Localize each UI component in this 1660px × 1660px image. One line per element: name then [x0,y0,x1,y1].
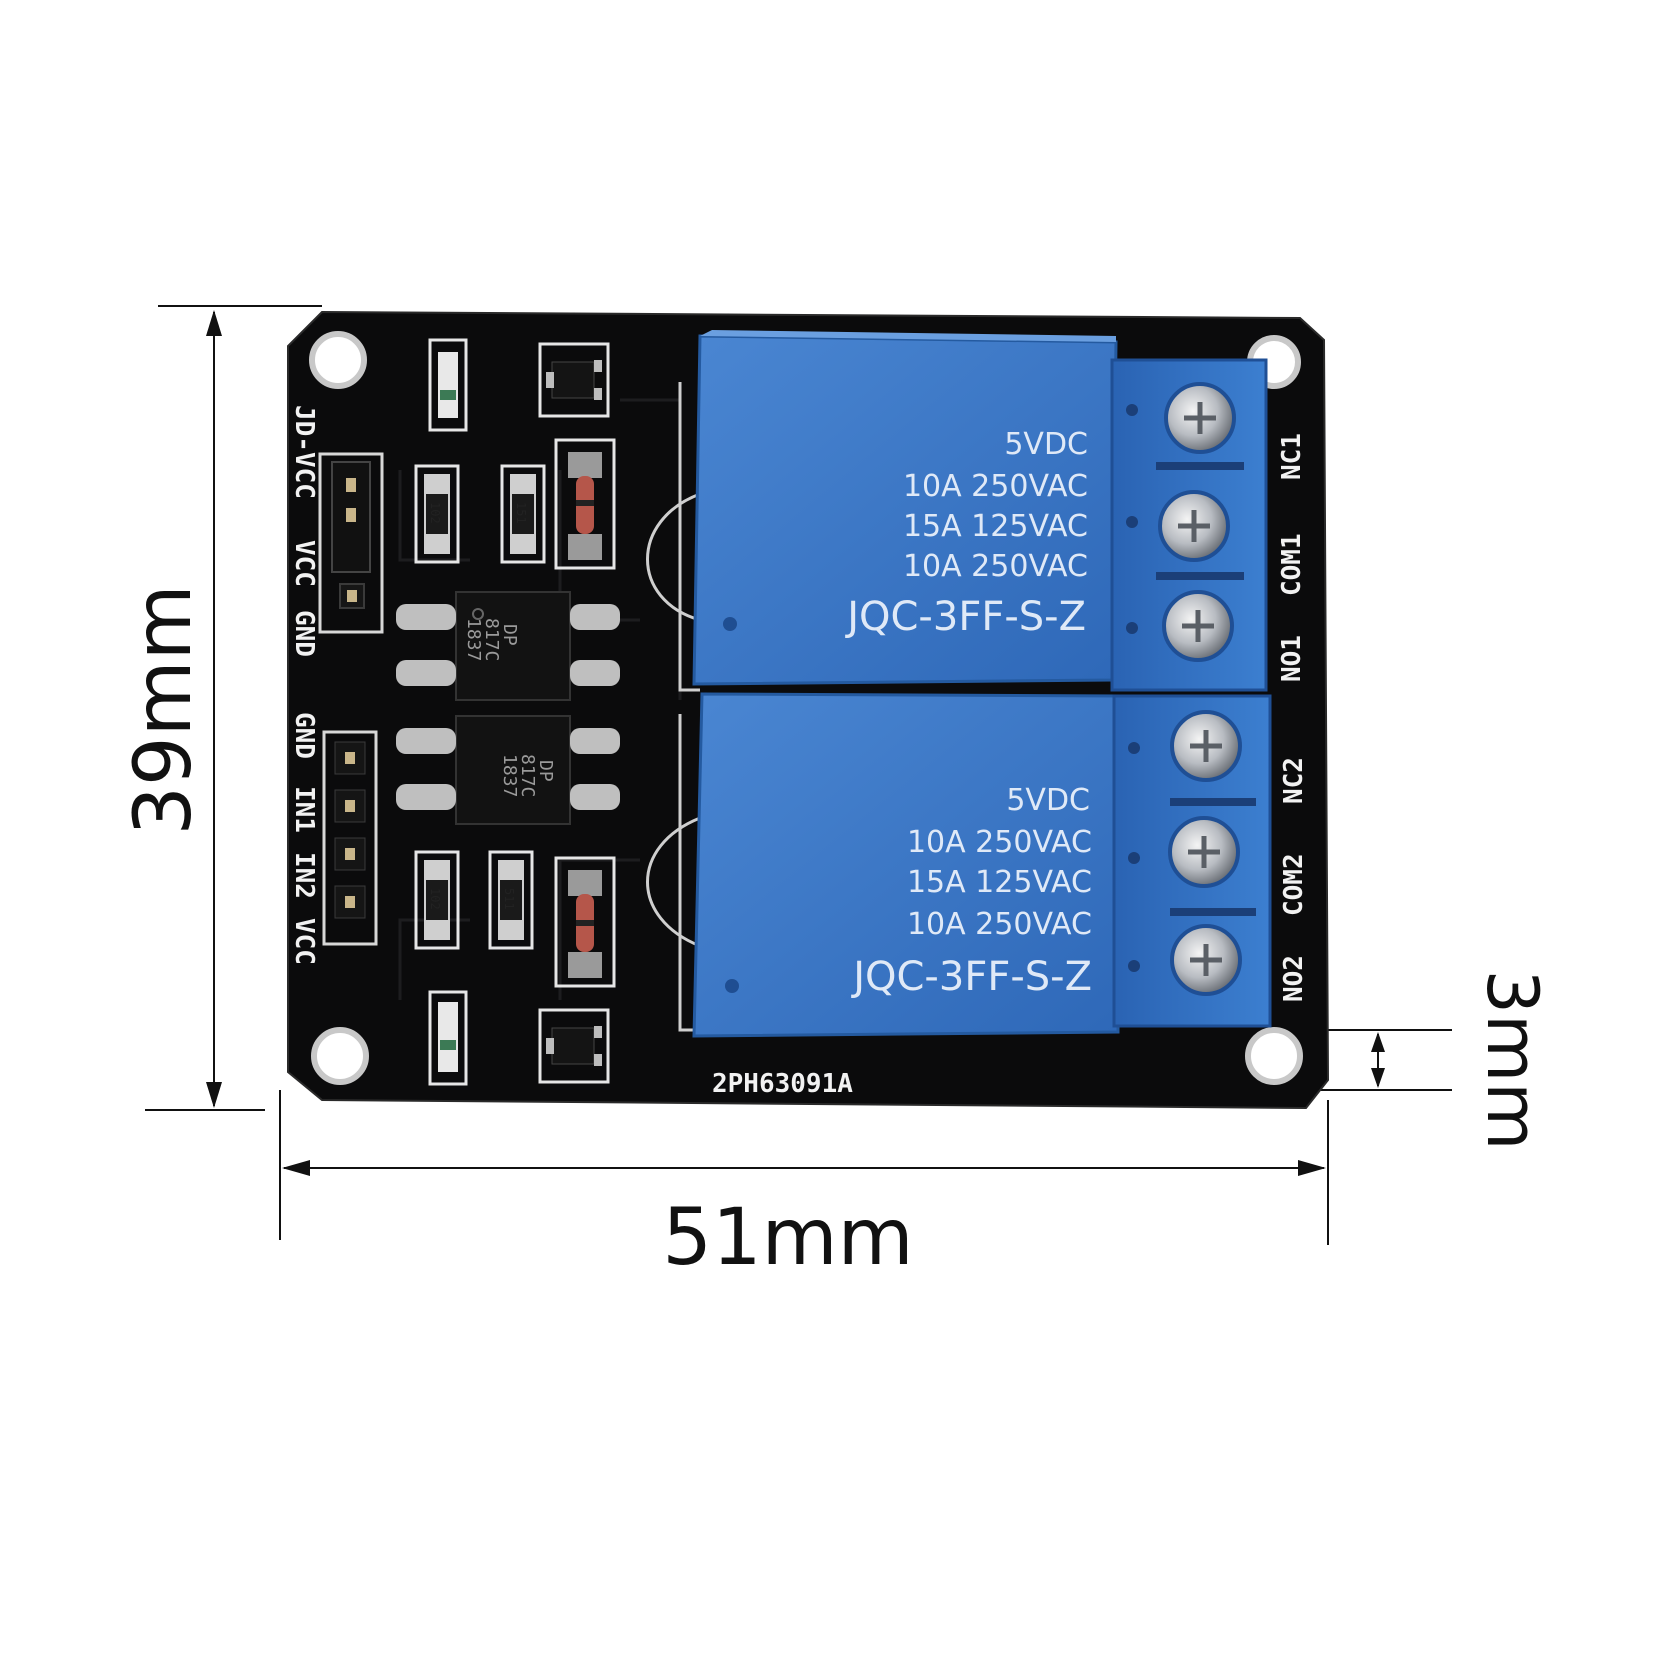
transistor-1 [538,342,610,418]
relay-1-line-1: 5VDC [1004,427,1088,462]
terminal-label-com2: COM2 [1279,853,1309,916]
resistor-3 [414,850,460,950]
input-label-vcc: VCC [289,918,319,965]
terminal-label-com1: COM1 [1277,533,1307,596]
resistor-3-mark: 102 [428,888,442,910]
optocoupler-1 [396,591,620,701]
resistor-2-mark: 151 [514,502,528,524]
relay-2-model: JQC-3FF-S-Z [850,954,1092,1000]
relay-1-line-4: 10A 250VAC [903,549,1088,584]
dimension-height [145,305,322,1111]
resistor-4-mark: 511 [502,888,516,910]
input-label-gnd: GND [289,712,319,759]
relay-2 [692,692,1122,1038]
board-code: 2PH63091A [712,1069,853,1099]
optocoupler-1-line-3: 1837 [463,618,484,661]
terminal-label-no1: NO1 [1277,635,1307,682]
input-label-in2: IN2 [289,852,319,899]
header-label-jd-vcc: JD-VCC [289,405,319,499]
relay-2-line-1: 5VDC [1006,783,1090,818]
height-label: 39mm [119,584,209,835]
header-label-gnd: GND [289,610,319,657]
dimension-width [279,1090,1329,1245]
terminal-label-nc1: NC1 [1277,433,1307,480]
resistor-4 [488,850,534,950]
relay-1-model: JQC-3FF-S-Z [844,594,1086,640]
relay-2-line-3: 15A 125VAC [907,865,1092,900]
input-label-in1: IN1 [289,786,319,833]
resistor-1 [414,464,460,564]
input-header [322,730,378,946]
optocoupler-1-line-2: 817C [481,618,502,661]
jumper-header [318,452,384,634]
header-label-vcc: VCC [289,540,319,587]
led-2 [428,990,468,1086]
relay-2-line-2: 10A 250VAC [907,825,1092,860]
optocoupler-2-line-1: DP [535,760,556,782]
relay-1-line-3: 15A 125VAC [903,509,1088,544]
transistor-2 [538,1008,610,1084]
hole-offset-label: 3mm [1471,970,1553,1151]
terminal-label-nc2: NC2 [1279,757,1309,804]
terminal-screws [1158,382,1242,996]
relay-2-line-4: 10A 250VAC [907,907,1092,942]
optocoupler-2-line-2: 817C [517,754,538,797]
diode-2 [554,856,616,988]
led-1 [428,338,468,432]
optocoupler-2 [396,715,620,825]
relay-1-line-2: 10A 250VAC [903,469,1088,504]
resistor-2 [500,464,546,564]
optocoupler-2-line-3: 1837 [499,754,520,797]
width-label: 51mm [662,1193,913,1283]
diode-1 [554,438,616,570]
optocoupler-1-line-1: DP [499,624,520,646]
terminal-label-no2: NO2 [1279,955,1309,1002]
resistor-1-mark: 102 [428,502,442,524]
